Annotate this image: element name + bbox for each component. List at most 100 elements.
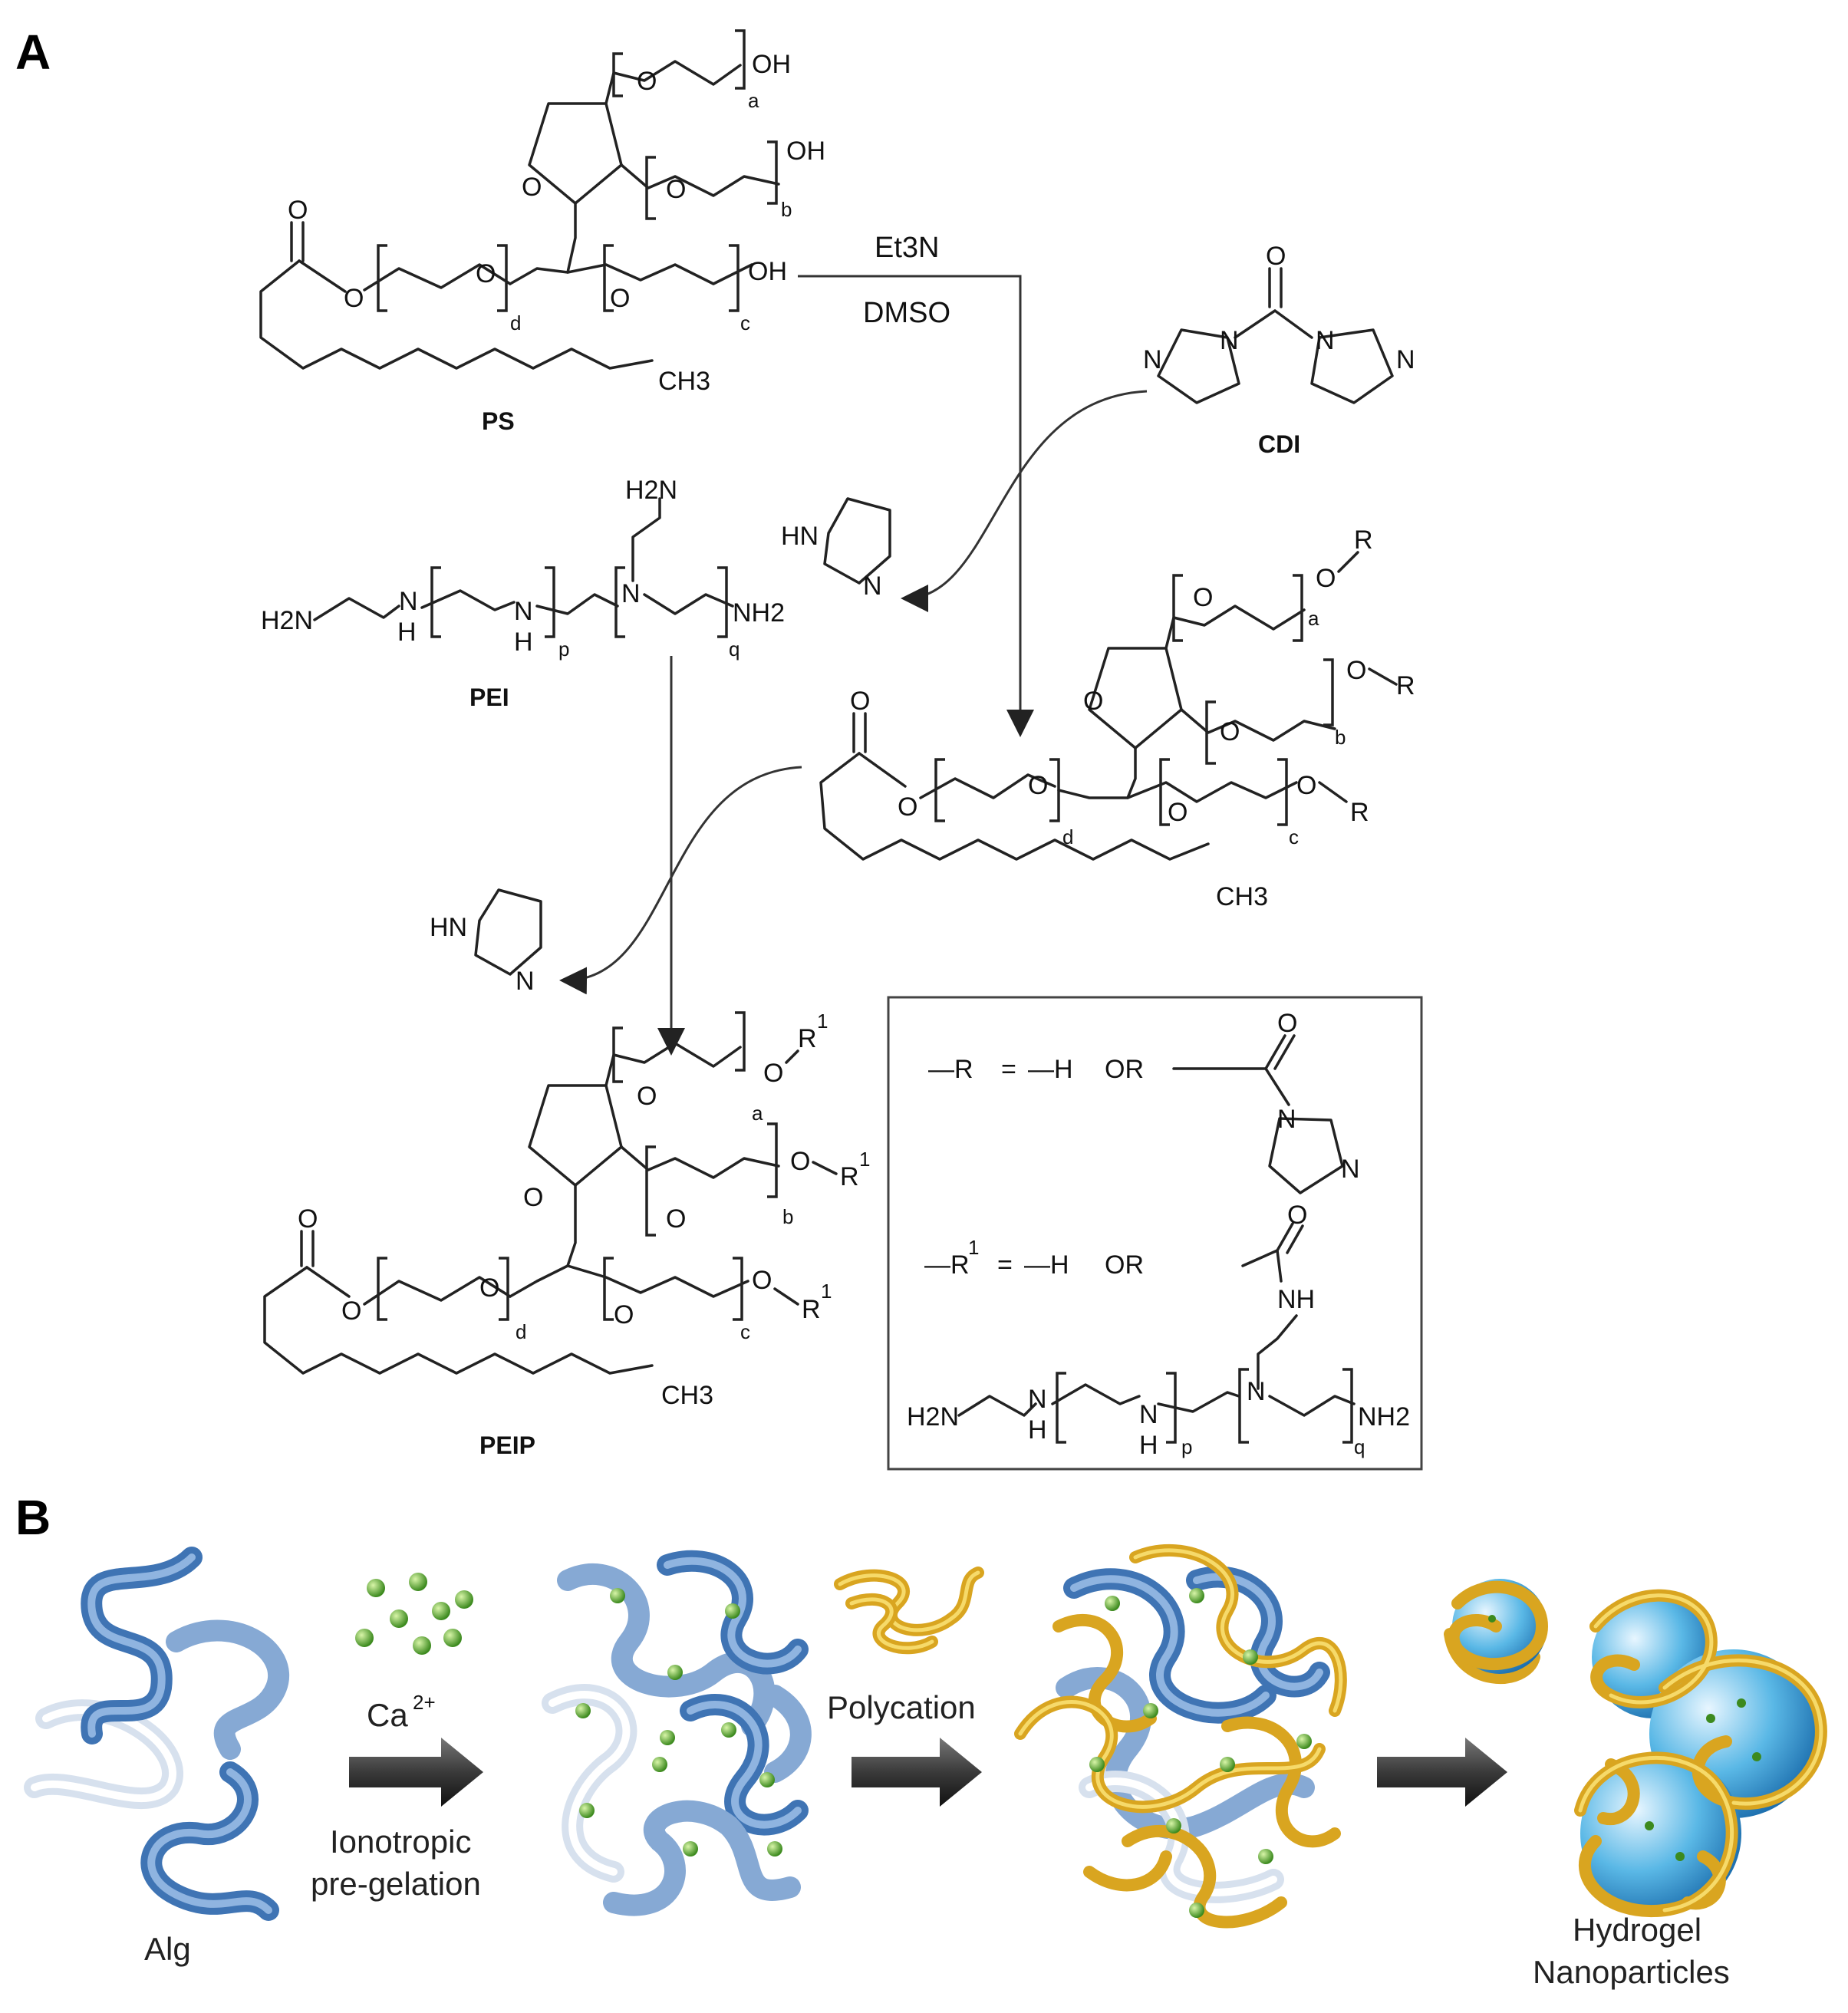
svg-text:p: p — [1181, 1435, 1192, 1458]
svg-text:b: b — [782, 1205, 793, 1228]
svg-text:H: H — [1028, 1415, 1047, 1445]
pei-n2: N — [514, 597, 533, 626]
product-line1: Hydrogel — [1573, 1912, 1701, 1948]
svg-text:O: O — [479, 1273, 499, 1303]
legend-nh2: NH2 — [1358, 1402, 1410, 1432]
peip-r1-a: R — [798, 1024, 817, 1053]
ps-oh-b: OH — [786, 137, 825, 166]
pei-structure: H2N N H N H p N H2N q NH2 PEI — [261, 476, 785, 711]
pei-n3: N — [621, 579, 641, 608]
imid2-hn: HN — [430, 913, 467, 942]
reagent-label: Et3N — [875, 232, 939, 264]
svg-text:N: N — [1277, 1105, 1296, 1134]
svg-text:O: O — [850, 687, 870, 716]
ps-thf-ring — [528, 102, 623, 205]
legend-h2n: H2N — [907, 1402, 959, 1432]
main-reaction-arrow — [798, 275, 1034, 737]
pei-h2n-left: H2N — [261, 606, 313, 635]
int-r-c: R — [1350, 798, 1369, 827]
svg-text:O: O — [898, 792, 917, 822]
legend-r-h: —H — [1028, 1055, 1073, 1084]
ps-ch3: CH3 — [658, 367, 710, 396]
activated-intermediate: O O a O R O b O R O O O d O c O — [819, 525, 1415, 911]
step1-line1: Ionotropic — [330, 1824, 471, 1860]
svg-text:O: O — [1287, 1201, 1307, 1230]
svg-text:a: a — [1308, 607, 1319, 630]
legend-nh: NH — [1277, 1285, 1315, 1314]
svg-text:N: N — [1028, 1385, 1047, 1414]
svg-text:O: O — [341, 1296, 361, 1326]
ps-sub-a: a — [748, 89, 759, 112]
svg-text:O: O — [790, 1147, 810, 1176]
svg-text:O: O — [666, 1204, 686, 1234]
int-r-a: R — [1354, 525, 1373, 555]
cdi-n3: N — [1316, 326, 1335, 355]
svg-text:O: O — [614, 1300, 634, 1329]
pei-sub-q: q — [729, 638, 740, 661]
legend-r1-h: —H — [1024, 1250, 1069, 1280]
svg-text:O: O — [1220, 717, 1240, 746]
svg-text:N: N — [1247, 1377, 1266, 1406]
svg-text:O: O — [1168, 798, 1188, 827]
int-o-c: O — [1296, 771, 1316, 800]
svg-text:O: O — [1193, 583, 1213, 612]
step-arrow-1 — [349, 1738, 483, 1807]
legend-box — [887, 996, 1423, 1471]
ps-oh-a: OH — [752, 50, 791, 79]
hydrogel-nanoparticles — [1444, 1579, 1827, 1918]
int-ch3: CH3 — [1216, 882, 1268, 911]
pei-n1: N — [399, 587, 418, 616]
cdi-o: O — [1266, 242, 1286, 271]
cdi-curved-arrow — [901, 390, 1148, 612]
pei-name: PEI — [469, 684, 509, 711]
ps-o-a: O — [637, 67, 657, 96]
panel-a-label: A — [15, 25, 51, 80]
svg-text:N: N — [1341, 1155, 1360, 1184]
svg-text:O: O — [476, 259, 496, 288]
svg-text:b: b — [1335, 726, 1346, 749]
ps-sub-d: d — [510, 311, 521, 334]
cdi-n2: N — [1143, 345, 1162, 374]
intermediate-curved-arrow — [559, 766, 802, 995]
svg-text:1: 1 — [821, 1280, 832, 1303]
svg-text:1: 1 — [968, 1236, 979, 1259]
ps-structure: O OH a O OH b O O O O d O OH c CH3 PS — [259, 29, 825, 435]
step1-line2: pre-gelation — [311, 1866, 481, 1902]
svg-text:O: O — [752, 1266, 772, 1295]
svg-text:q: q — [1354, 1435, 1365, 1458]
svg-text:O: O — [763, 1059, 783, 1088]
svg-text:c: c — [1289, 825, 1299, 848]
pei-h2n-top: H2N — [625, 476, 677, 505]
alginate-chains — [24, 1547, 290, 1921]
peip-name: PEIP — [479, 1432, 535, 1459]
cdi-structure: O N N N N CDI — [1143, 242, 1415, 458]
svg-text:c: c — [740, 1320, 750, 1343]
step-arrow-2 — [852, 1738, 982, 1807]
svg-text:a: a — [752, 1102, 763, 1125]
polyelectrolyte-complex — [1014, 1544, 1347, 1929]
svg-text:O: O — [523, 1183, 543, 1212]
pregel-network — [542, 1550, 812, 1916]
pei-h2: H — [514, 628, 533, 657]
legend-r-lhs: —R — [928, 1055, 973, 1084]
svg-text:N: N — [1139, 1400, 1158, 1429]
ps-name: PS — [482, 407, 515, 435]
ca-label: Ca — [367, 1697, 408, 1733]
svg-text:O: O — [344, 284, 364, 313]
peip-r1-c: R — [802, 1295, 821, 1324]
int-o-b: O — [1346, 656, 1366, 685]
ps-sub-b: b — [781, 198, 792, 221]
svg-text:1: 1 — [859, 1148, 870, 1171]
imidazole-2: HN N — [430, 888, 542, 996]
pei-nh2: NH2 — [733, 598, 785, 628]
alg-label: Alg — [144, 1931, 191, 1967]
imidazole-1: HN N — [781, 497, 891, 601]
ps-oh-c: OH — [748, 257, 787, 286]
peip-ch3: CH3 — [661, 1381, 713, 1410]
svg-text:O: O — [610, 284, 630, 313]
svg-text:O: O — [637, 1082, 657, 1111]
solvent-label: DMSO — [863, 297, 950, 329]
svg-text:1: 1 — [817, 1010, 828, 1033]
legend-r1-or: OR — [1105, 1250, 1144, 1280]
